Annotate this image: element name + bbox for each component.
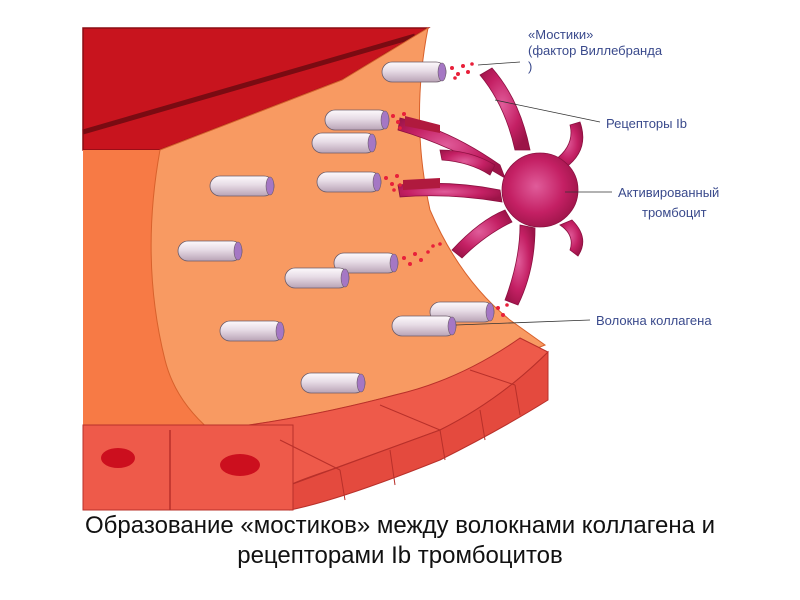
pseudopod bbox=[451, 209, 513, 259]
pseudopod bbox=[439, 149, 496, 176]
collagen-fiber bbox=[391, 315, 457, 337]
leader-collagen bbox=[455, 319, 591, 326]
label-bridges-line1: «Мостики» bbox=[528, 27, 594, 42]
caption-line1: Образование «мостиков» между волокнами к… bbox=[85, 512, 715, 539]
cell-border bbox=[439, 429, 446, 461]
cell-border bbox=[469, 369, 516, 386]
collagen-fiber bbox=[381, 61, 447, 83]
collagen-fiber bbox=[209, 175, 275, 197]
pseudopod bbox=[479, 67, 531, 151]
cell-nucleus bbox=[220, 454, 260, 476]
cell-border bbox=[514, 384, 521, 416]
receptor-stubs bbox=[403, 116, 440, 190]
endothelial-layer-side bbox=[289, 350, 549, 511]
cell-border bbox=[479, 409, 486, 441]
label-platelet-line2: тромбоцит bbox=[642, 205, 707, 220]
collagen-fiber bbox=[284, 267, 350, 289]
vessel-wall-edge bbox=[82, 33, 416, 135]
collagen-fiber bbox=[177, 240, 243, 262]
cell-border bbox=[339, 469, 346, 501]
label-receptors: Рецепторы Ib bbox=[606, 116, 687, 131]
pseudopod bbox=[554, 121, 584, 169]
cell-border bbox=[279, 439, 341, 471]
leader-lines bbox=[455, 61, 612, 326]
cell-border bbox=[379, 404, 441, 431]
label-bridges-line2: (фактор Виллебранда bbox=[528, 43, 663, 58]
collagen-fiber bbox=[219, 320, 285, 342]
collagen-fiber bbox=[333, 252, 399, 274]
caption-line2: рецепторами Ib тромбоцитов bbox=[237, 542, 563, 569]
cell-nucleus bbox=[101, 448, 135, 468]
label-platelet-line1: Активированный bbox=[618, 185, 720, 200]
label-collagen: Волокна коллагена bbox=[596, 313, 712, 328]
collagen-fiber bbox=[316, 171, 382, 193]
vwf-bridges bbox=[384, 62, 509, 317]
cell-border bbox=[389, 449, 396, 486]
pseudopod bbox=[559, 219, 584, 257]
collagen-fibers bbox=[177, 61, 495, 394]
leader-receptors bbox=[494, 99, 601, 123]
leader-bridges bbox=[477, 61, 521, 66]
collagen-fiber bbox=[324, 109, 390, 131]
collagen-fiber bbox=[300, 372, 366, 394]
platelet-body bbox=[501, 152, 579, 228]
subendothelium bbox=[83, 150, 210, 430]
collagen-fiber bbox=[311, 132, 377, 154]
pseudopod bbox=[504, 224, 536, 306]
activated-platelet bbox=[397, 67, 584, 306]
label-bridges-line3: ) bbox=[528, 59, 533, 74]
